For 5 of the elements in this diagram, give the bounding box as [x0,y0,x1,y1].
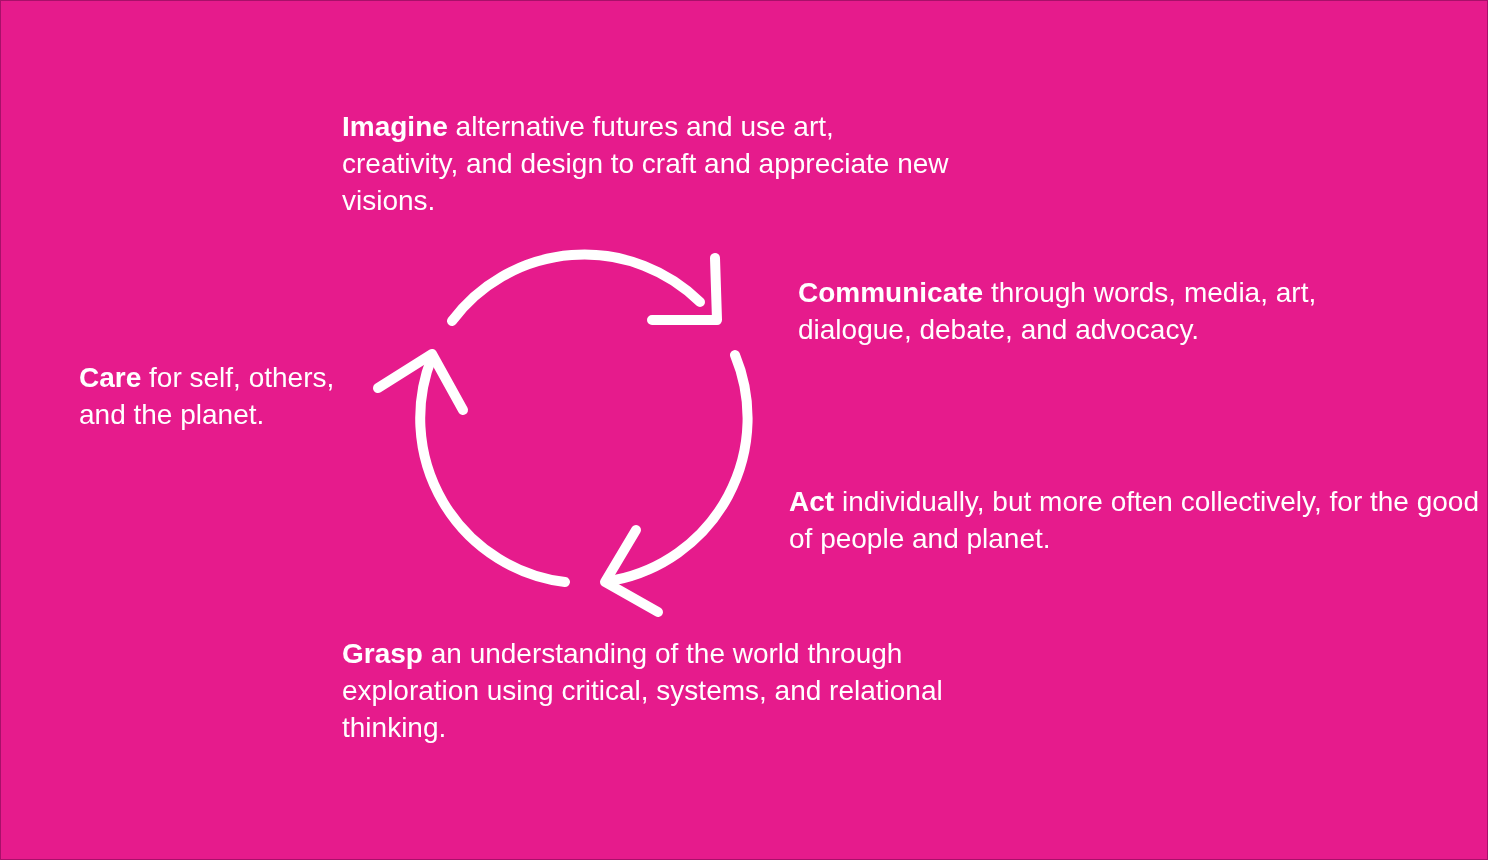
description-text: Communicate through words, media, art, dialogue, debate, and advocacy. [798,276,1318,347]
description-text: Act individually, but more often collectively, for the good of people and planet. [789,485,1479,556]
description-text: Imagine alternative futures and use art, creativity, and design to craft and appreciate new visions. [342,110,950,218]
description-text: Care for self, others, and the planet. [79,361,336,432]
description-text: Grasp an understanding of the world through exploration using critical, systems, and relational thinking. [342,637,944,745]
